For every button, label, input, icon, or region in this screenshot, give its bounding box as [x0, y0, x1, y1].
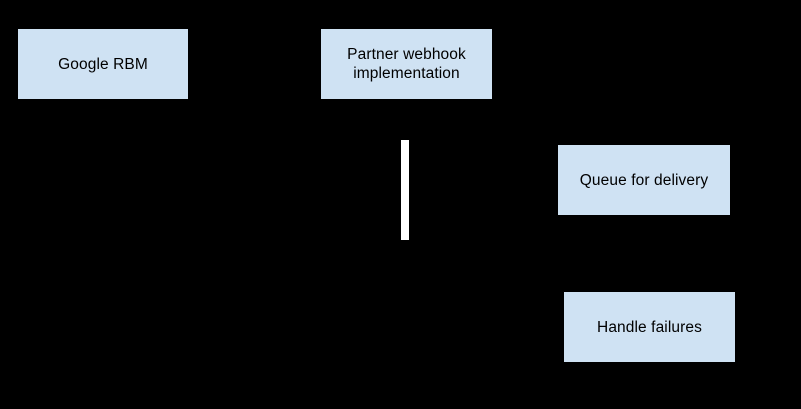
diagram-node-label: Queue for delivery	[579, 171, 709, 189]
diagram-node-handle-failures[interactable]: Handle failures	[564, 292, 735, 362]
diagram-node-queue-for-delivery[interactable]: Queue for delivery	[558, 145, 730, 215]
vertical-connector-line	[401, 140, 409, 240]
diagram-node-label: Google RBM	[58, 55, 148, 73]
diagram-node-label: Partner webhook implementation	[347, 46, 466, 82]
diagram-node-partner-webhook-implementation[interactable]: Partner webhook implementation	[321, 29, 492, 99]
diagram-node-label: Handle failures	[597, 318, 702, 336]
diagram-node-google-rbm[interactable]: Google RBM	[18, 29, 188, 99]
